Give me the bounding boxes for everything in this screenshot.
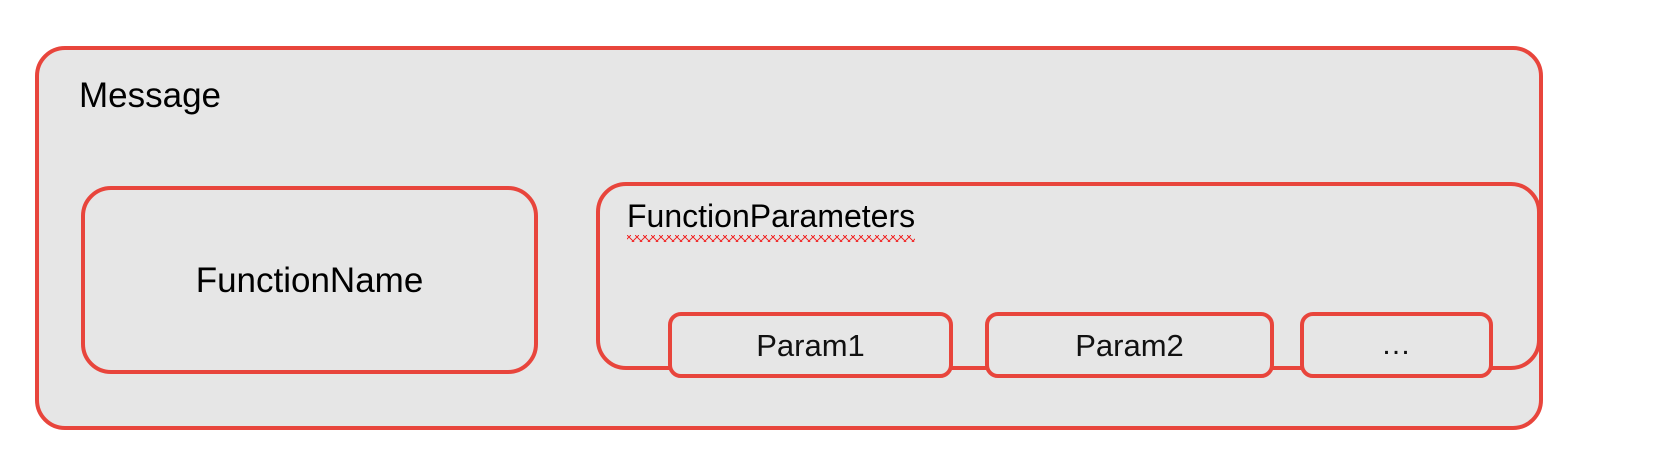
message-block[interactable]: Message FunctionName FunctionParameters … <box>35 46 1543 430</box>
function-parameters-label: FunctionParameters <box>627 198 916 242</box>
function-name-label: FunctionName <box>195 260 424 300</box>
message-block-label: Message <box>79 76 222 115</box>
parameter-block-1[interactable]: Param1 <box>668 312 953 378</box>
parameter-label-2: Param2 <box>1075 327 1184 363</box>
parameter-label-ellipsis: … <box>1381 328 1412 361</box>
parameter-list: Param1 Param2 … <box>600 186 1537 378</box>
function-name-block[interactable]: FunctionName <box>81 186 538 374</box>
parameter-block-2[interactable]: Param2 <box>985 312 1274 378</box>
parameter-block-more[interactable]: … <box>1300 312 1493 378</box>
function-parameters-label-wrap: FunctionParameters <box>627 198 916 242</box>
parameter-label-1: Param1 <box>756 327 865 363</box>
function-parameters-block[interactable]: FunctionParameters Param1 Param2 … <box>596 182 1541 378</box>
